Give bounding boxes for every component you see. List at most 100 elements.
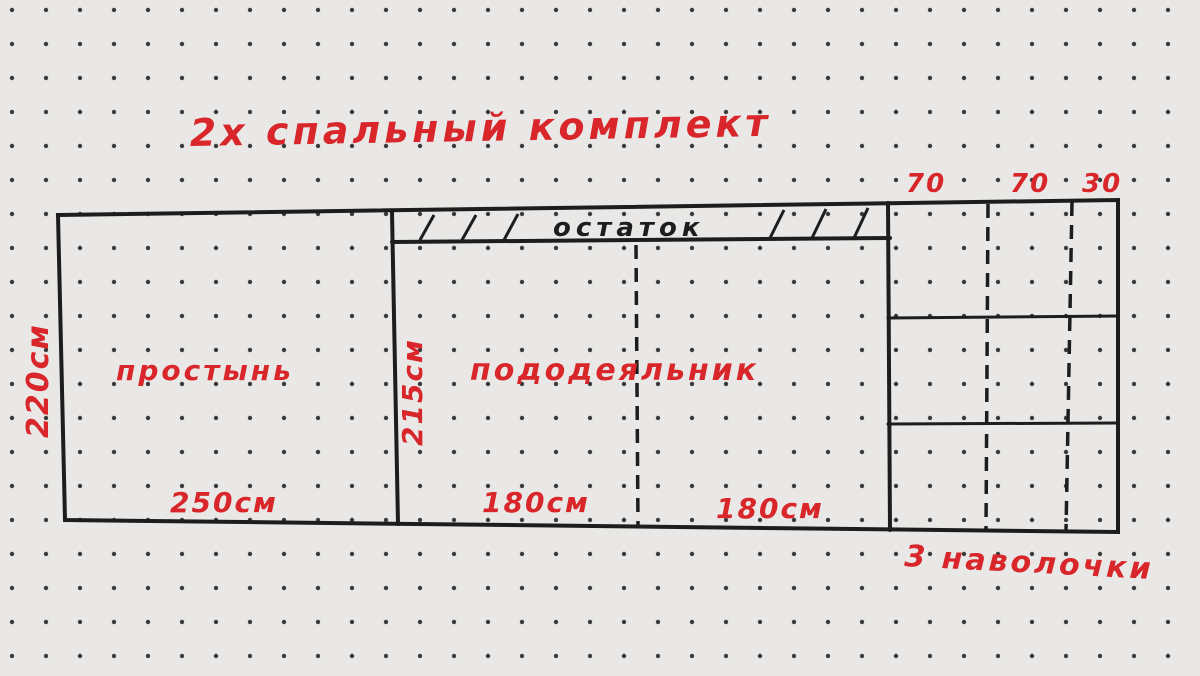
grid-dot — [1029, 109, 1035, 115]
grid-dot — [213, 585, 219, 591]
grid-dot — [349, 381, 355, 387]
grid-dot — [111, 75, 117, 81]
grid-dot — [519, 381, 525, 387]
grid-dot — [927, 211, 933, 217]
grid-dot — [1063, 75, 1069, 81]
grid-dot — [519, 279, 525, 285]
grid-dot — [859, 653, 865, 659]
grid-dot — [145, 177, 151, 183]
grid-dot — [145, 143, 151, 149]
grid-dot — [655, 517, 661, 523]
grid-dot — [247, 347, 253, 353]
grid-dot — [213, 381, 219, 387]
grid-dot — [995, 75, 1001, 81]
grid-dot — [349, 347, 355, 353]
grid-dot — [723, 279, 729, 285]
grid-dot — [825, 109, 831, 115]
grid-dot — [281, 41, 287, 47]
grid-dot — [1165, 109, 1171, 115]
grid-dot — [1029, 245, 1035, 251]
grid-dot — [43, 245, 49, 251]
grid-dot — [859, 517, 865, 523]
grid-dot — [383, 41, 389, 47]
grid-dot — [825, 41, 831, 47]
grid-dot — [757, 75, 763, 81]
grid-dot — [485, 211, 491, 217]
grid-dot — [893, 7, 899, 13]
grid-dot — [961, 109, 967, 115]
grid-dot — [145, 75, 151, 81]
grid-dot — [723, 585, 729, 591]
grid-dot — [791, 279, 797, 285]
grid-dot — [825, 585, 831, 591]
grid-dot — [1131, 143, 1137, 149]
grid-dot — [587, 313, 593, 319]
grid-dot — [1131, 279, 1137, 285]
grid-dot — [587, 381, 593, 387]
grid-dot — [485, 381, 491, 387]
grid-dot — [179, 551, 185, 557]
grid-dot — [451, 279, 457, 285]
grid-dot — [43, 517, 49, 523]
grid-dot — [383, 75, 389, 81]
grid-dot — [213, 653, 219, 659]
grid-dot — [213, 483, 219, 489]
grid-dot — [1029, 347, 1035, 353]
grid-dot — [451, 109, 457, 115]
grid-dot — [893, 415, 899, 421]
grid-dot — [995, 415, 1001, 421]
leftover-label: остаток — [553, 213, 704, 243]
grid-dot — [961, 381, 967, 387]
grid-dot — [1131, 449, 1137, 455]
grid-dot — [417, 415, 423, 421]
grid-dot — [995, 41, 1001, 47]
grid-dot — [383, 211, 389, 217]
total-height-label: 220см — [21, 323, 56, 438]
grid-dot — [1165, 143, 1171, 149]
grid-dot — [1097, 517, 1103, 523]
grid-dot — [1097, 211, 1103, 217]
grid-dot — [485, 109, 491, 115]
grid-dot — [43, 619, 49, 625]
grid-dot — [383, 143, 389, 149]
pillow-split-line-1 — [886, 314, 1120, 320]
grid-dot — [417, 41, 423, 47]
grid-dot — [349, 279, 355, 285]
grid-dot — [1063, 279, 1069, 285]
grid-dot — [451, 483, 457, 489]
grid-dot — [621, 585, 627, 591]
grid-dot — [655, 653, 661, 659]
grid-dot — [1165, 653, 1171, 659]
grid-dot — [179, 75, 185, 81]
grid-dot — [757, 449, 763, 455]
grid-dot — [995, 449, 1001, 455]
grid-dot — [927, 177, 933, 183]
grid-dot — [247, 619, 253, 625]
grid-dot — [315, 313, 321, 319]
grid-dot — [179, 449, 185, 455]
grid-dot — [1097, 653, 1103, 659]
grid-dot — [893, 449, 899, 455]
grid-dot — [281, 313, 287, 319]
grid-dot — [689, 143, 695, 149]
grid-dot — [689, 415, 695, 421]
grid-dot — [1063, 517, 1069, 523]
grid-dot — [927, 585, 933, 591]
grid-dot — [519, 347, 525, 353]
grid-dot — [553, 245, 559, 251]
grid-dot — [961, 551, 967, 557]
grid-dot — [1131, 551, 1137, 557]
grid-dot — [553, 41, 559, 47]
grid-dot — [417, 381, 423, 387]
grid-dot — [417, 619, 423, 625]
grid-dot — [145, 381, 151, 387]
grid-dot — [485, 7, 491, 13]
grid-dot — [893, 279, 899, 285]
diagram-title: 2x спальный комплект — [189, 101, 771, 155]
grid-dot — [111, 143, 117, 149]
grid-dot — [655, 415, 661, 421]
grid-dot — [417, 517, 423, 523]
grid-dot — [791, 449, 797, 455]
grid-dot — [723, 381, 729, 387]
grid-dot — [213, 109, 219, 115]
